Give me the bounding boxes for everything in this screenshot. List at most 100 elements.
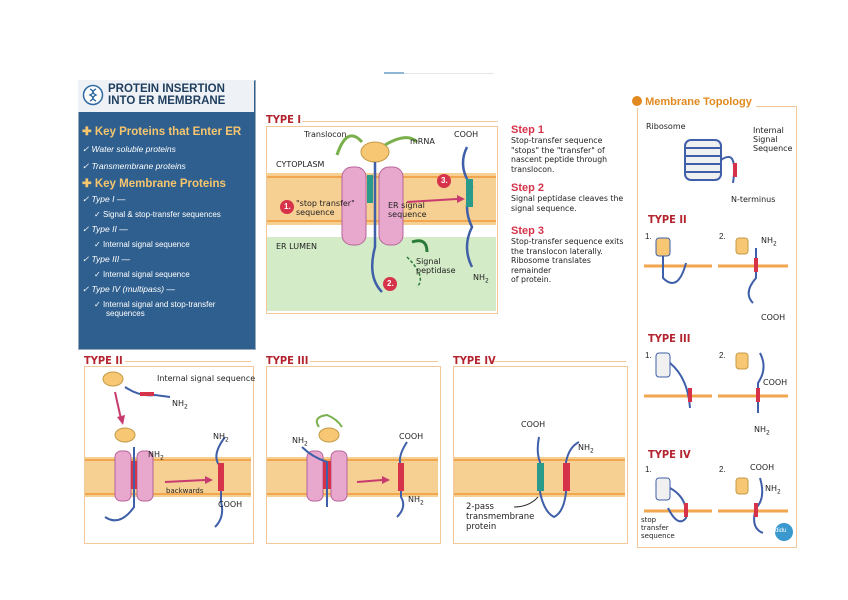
dna-icon [82,84,104,106]
list-item: ✓ Type IV (multipass) — [82,284,175,294]
signal-peptidase-icon [411,239,429,253]
list-subitem: ✓ Signal & stop-transfer sequences [94,210,221,219]
topology-type4-cooh: COOH [750,463,775,472]
step2-title: Step 2 [511,182,545,194]
badge-3 [437,174,451,188]
type2-nh2-top: NH2 [172,399,188,411]
logo-text: didu [775,528,787,534]
type1-diagram [267,134,496,311]
list-subitem-cont: sequences [106,309,145,318]
type3-title-rule [310,361,438,362]
type3-title: TYPE III [266,354,309,367]
type1-title: TYPE I [266,113,302,126]
type2-nh2-mid: NH2 [148,450,164,462]
n-terminus-label: N-terminus [731,195,776,204]
signal-peptide-fragment [406,256,422,288]
ribosome-label: Ribosome [646,122,686,131]
panel-list: ✚ Key Proteins that Enter ER ✓ Water sol… [82,124,241,318]
two-pass-label: 2-pass transmembrane protein [466,502,535,532]
type4-box [453,366,628,544]
stop-transfer-label: "stop transfer"sequence [296,199,355,217]
topology-type2-step2: 2. [719,232,726,241]
lateral-exit-arrow [406,198,458,203]
type3-diagram [267,413,438,518]
mrna-strand [335,134,364,156]
panel-title: PROTEIN INSERTION INTO ER MEMBRANE [108,83,248,107]
topology-type3-title: TYPE III [648,332,691,345]
backwards-label: backwards [166,487,204,495]
type1-nh2-label: NH2 [473,273,489,285]
step1-title: Step 1 [511,124,545,136]
list-subitem: ✓ Internal signal sequence [94,240,190,249]
badge-3-text: 3. [441,176,448,185]
internal-signal-label: Internal Signal Sequence [753,126,793,153]
cytoplasm-label: CYTOPLASM [276,160,325,169]
topology-type4-step1: 1. [645,465,652,474]
type1-cooh-label: COOH [454,130,479,139]
type3-box [266,366,441,544]
topology-type4-title: TYPE IV [648,448,691,461]
type2-nh2-right: NH2 [213,432,229,444]
step1-body: Stop-transfer sequence "stops" the "tran… [511,136,608,174]
type3-nh2-left: NH2 [292,436,308,448]
panel-title-line2: INTO ER MEMBRANE [108,95,226,107]
translocon-label: Translocon [304,130,347,139]
list-subitem: ✓ Internal signal sequence [94,270,190,279]
step3-body: Stop-transfer sequence exits the translo… [511,237,624,284]
key-proteins-panel [78,80,256,350]
type4-title-rule [494,361,626,362]
topology-diagram [644,139,793,541]
type2-title-rule [125,361,251,362]
list-item: ✓ Type III — [82,254,131,264]
badge-1-text: 1. [284,202,291,211]
translocon-right [378,166,404,246]
mrna-label: mRNA [410,137,435,146]
type3-nh2-right: NH2 [408,495,424,507]
topology-type3-cooh: COOH [763,378,788,387]
list-item: ✓ Transmembrane proteins [82,161,186,171]
panel-title-line1: PROTEIN INSERTION [108,83,225,95]
topology-type4-nh2: NH2 [765,484,781,496]
er-lumen-area [267,237,496,311]
nascent-peptide [370,162,383,293]
list-item: ✓ Type II — [82,224,128,234]
type4-diagram [454,436,625,519]
topology-type3-nh2: NH2 [754,425,770,437]
topology-type4-step2: 2. [719,465,726,474]
didu-logo [775,523,793,541]
topology-dot-icon [632,96,642,106]
stop-transfer-segment [367,175,373,203]
topology-type2-cooh: COOH [761,313,786,322]
topology-title: Membrane Topology [628,96,756,108]
step3-title: Step 3 [511,225,545,237]
topology-type2-nh2: NH2 [761,236,777,248]
er-lumen-label: ER LUMEN [276,242,318,251]
type2-cooh: COOH [218,500,243,509]
badge-1 [280,200,294,214]
type2-box [84,366,254,544]
type4-title: TYPE IV [453,354,496,367]
type4-cooh: COOH [521,420,546,429]
list-item: ✓ Water soluble proteins [82,144,176,154]
top-divider-accent [384,72,404,74]
topology-type2-title: TYPE II [648,213,687,226]
topology-ribosome [684,139,737,184]
top-divider [384,73,494,74]
panel-header [78,80,254,112]
type2-title: TYPE II [84,354,123,367]
type3-cooh: COOH [399,432,424,441]
membrane-proteins-heading: ✚ Key Membrane Proteins [82,178,226,190]
ribosome [360,141,390,163]
topology-type2-step1: 1. [645,232,652,241]
badge-2-text: 2. [387,279,394,288]
steps: Step 1 Stop-transfer sequence "stops" th… [511,124,626,285]
type4-nh2: NH2 [578,443,594,455]
stop-transfer-topology-label: stop transfer sequence [641,516,675,540]
list-item: ✓ Type I — [82,194,126,204]
type1-title-rule [302,121,498,122]
list-subitem: ✓ Internal signal and stop-transfer [94,300,216,309]
step2-body: Signal peptidase cleaves the signal sequ… [511,194,624,213]
internal-signal-label-type2: Internal signal sequence [157,374,256,383]
